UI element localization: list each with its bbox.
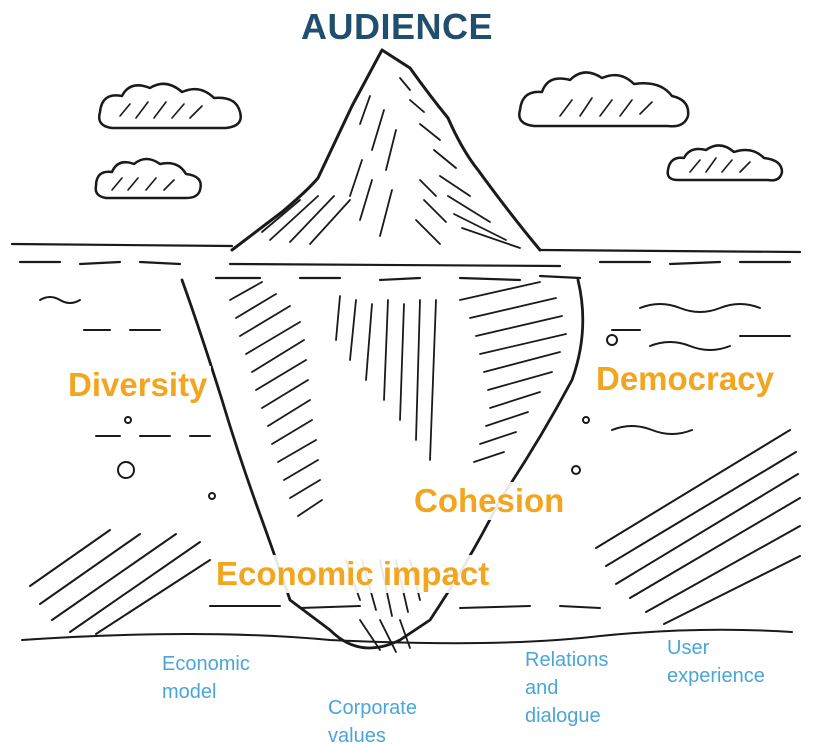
bubble-icon — [124, 416, 132, 424]
label-democracy: Democracy — [592, 360, 778, 398]
diagram-title: AUDIENCE — [300, 6, 493, 47]
label-cohesion: Cohesion — [410, 482, 569, 520]
bubble-icon — [606, 334, 618, 346]
water-ripple — [639, 303, 761, 313]
water-ripple — [39, 296, 81, 304]
label-user-experience: User experience — [667, 637, 765, 687]
bubble-icon — [582, 416, 590, 424]
bubble-icon — [117, 461, 135, 479]
label-corporate-values: Corporate values — [328, 697, 417, 744]
label-economic-impact: Economic impact — [212, 555, 494, 593]
cloud-icon — [94, 157, 202, 200]
cloud-icon — [518, 71, 690, 128]
cloud-icon — [98, 82, 242, 130]
label-relations-dialogue: Relations and dialogue — [525, 649, 609, 727]
bubble-icon — [208, 492, 216, 500]
bubble-icon — [571, 465, 581, 475]
label-diversity: Diversity — [64, 366, 212, 404]
cloud-icon — [666, 144, 784, 182]
label-economic-model: Economic model — [162, 653, 250, 703]
water-ripple — [611, 425, 693, 435]
water-ripple — [649, 341, 731, 351]
iceberg-underwater-body — [180, 278, 585, 650]
iceberg-tip — [230, 48, 542, 252]
